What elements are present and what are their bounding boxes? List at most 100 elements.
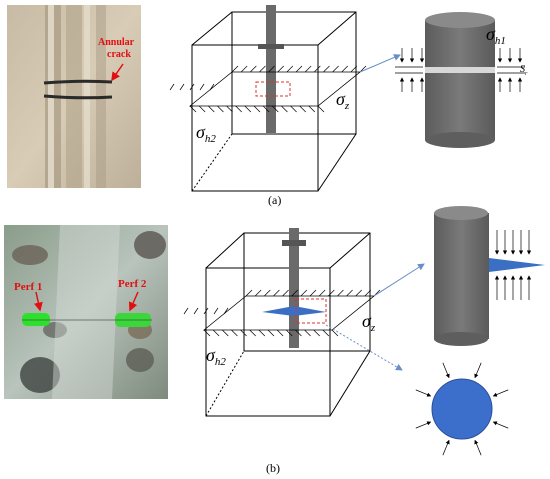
sigma-h2-b: σh2 bbox=[206, 345, 226, 368]
cylinder-detail-b bbox=[434, 206, 545, 346]
zoom-arrow-b1 bbox=[373, 263, 425, 297]
hatch-line bbox=[299, 105, 306, 113]
hatch-line bbox=[259, 65, 266, 73]
hatch-line bbox=[313, 329, 320, 337]
hatch-line bbox=[209, 83, 215, 91]
cube-a bbox=[191, 11, 357, 192]
radial-arrow bbox=[492, 389, 509, 397]
cylinder-detail-a bbox=[425, 12, 495, 148]
radial-arrow bbox=[474, 439, 482, 456]
hatch-line bbox=[189, 83, 195, 91]
zoom-arrow-a bbox=[359, 54, 401, 73]
radial-arrow bbox=[415, 421, 432, 429]
hatch-line bbox=[332, 65, 339, 73]
photo-perforations bbox=[4, 225, 168, 399]
detail-box-a bbox=[255, 81, 291, 97]
hatch-line bbox=[250, 65, 257, 73]
hatch-line bbox=[291, 289, 298, 297]
cylinder-b-arrows bbox=[494, 230, 532, 300]
hatch-line bbox=[189, 105, 197, 113]
hatch-line bbox=[341, 65, 348, 73]
hatch-line bbox=[231, 65, 239, 73]
radial-arrow bbox=[415, 389, 432, 397]
hatch-line bbox=[323, 65, 330, 73]
hatch-line bbox=[317, 105, 325, 113]
hatch-line bbox=[267, 329, 275, 337]
rod-b bbox=[282, 228, 306, 348]
hatch-line bbox=[350, 65, 358, 73]
hatch-line bbox=[355, 289, 362, 297]
hatch-line bbox=[364, 289, 372, 297]
photo-annular-crack bbox=[7, 5, 141, 188]
hatch-line bbox=[322, 329, 330, 337]
hatch-line bbox=[199, 83, 205, 91]
fracture-wing-b bbox=[262, 306, 326, 316]
hatch-line bbox=[208, 105, 215, 113]
detail-box-b bbox=[295, 298, 327, 324]
hatch-line bbox=[281, 105, 288, 113]
hatch-line bbox=[198, 105, 206, 113]
hatch-line bbox=[240, 329, 247, 337]
cube-b bbox=[205, 232, 371, 417]
perf1-label: Perf 1 bbox=[14, 281, 42, 293]
panel-label-b: (b) bbox=[266, 461, 280, 475]
hatch-line bbox=[309, 289, 317, 297]
hatch-line bbox=[268, 65, 275, 73]
hatch-line bbox=[213, 307, 219, 315]
hatch-line bbox=[169, 83, 175, 91]
hatch-line bbox=[286, 329, 293, 337]
hatch-line bbox=[359, 65, 367, 73]
hatch-line bbox=[258, 329, 266, 337]
radial-arrow bbox=[442, 439, 450, 456]
hatch-line bbox=[328, 289, 335, 297]
hatch-line bbox=[262, 105, 270, 113]
radial-arrow bbox=[474, 362, 482, 379]
hatch-line bbox=[193, 307, 199, 315]
hatch-line bbox=[231, 329, 238, 337]
hatch-line bbox=[295, 329, 302, 337]
hatch-line bbox=[253, 105, 261, 113]
hatch-line bbox=[245, 289, 253, 297]
hatch-line bbox=[276, 329, 284, 337]
hatch-line bbox=[277, 65, 284, 73]
hatch-line bbox=[217, 105, 224, 113]
hatch-line bbox=[346, 289, 353, 297]
radial-arrow bbox=[492, 421, 509, 429]
hatch-line bbox=[222, 329, 229, 337]
hatch-line bbox=[314, 65, 321, 73]
hatch-line bbox=[337, 289, 344, 297]
hatch-line bbox=[300, 289, 308, 297]
hatch-line bbox=[295, 65, 303, 73]
hatch-line bbox=[183, 307, 189, 315]
panel-label-a: (a) bbox=[268, 193, 281, 207]
radial-arrow bbox=[442, 362, 450, 379]
hatch-line bbox=[235, 105, 242, 113]
hatch-line bbox=[331, 329, 339, 337]
hatch-line bbox=[286, 65, 294, 73]
hatch-line bbox=[226, 105, 233, 113]
sigma-z-b: σz bbox=[362, 311, 376, 334]
hatch-line bbox=[254, 289, 262, 297]
hatch-line bbox=[272, 105, 279, 113]
hatch-line bbox=[273, 289, 280, 297]
cylinder-a-arrows bbox=[395, 48, 525, 92]
hatch-line bbox=[179, 83, 185, 91]
sigma-h2-a: σh2 bbox=[196, 122, 216, 145]
sigma-z-a: σz bbox=[336, 89, 350, 112]
hatch-line bbox=[304, 65, 312, 73]
cross-section-circle bbox=[431, 378, 493, 440]
hatch-b bbox=[183, 289, 381, 337]
sigma-h1-label: σh1 bbox=[486, 24, 506, 47]
hatch-line bbox=[318, 289, 326, 297]
hatch-line bbox=[240, 65, 248, 73]
zoom-arrow-b2 bbox=[325, 324, 403, 371]
stress-plane-a bbox=[169, 65, 367, 113]
annular-crack-label-2: crack bbox=[107, 49, 131, 60]
hatch-line bbox=[203, 307, 209, 315]
hatch-line bbox=[212, 329, 220, 337]
sr-label: Sr bbox=[520, 64, 528, 77]
hatch-line bbox=[264, 289, 271, 297]
rod-a bbox=[258, 5, 284, 133]
hatch-line bbox=[244, 105, 252, 113]
